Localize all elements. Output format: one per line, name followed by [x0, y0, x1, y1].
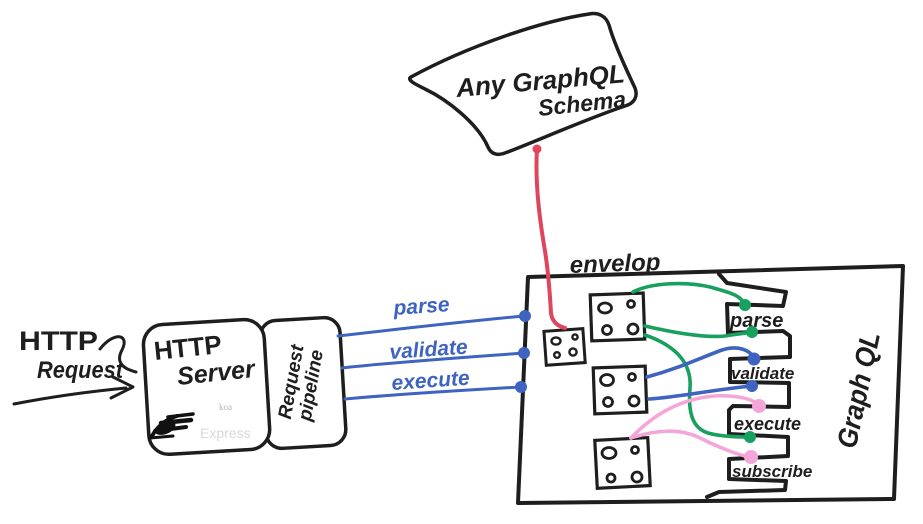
svg-text:validate: validate	[731, 364, 794, 383]
svg-text:HTTP: HTTP	[152, 329, 223, 366]
svg-text:parse: parse	[729, 310, 783, 332]
svg-text:execute: execute	[391, 367, 471, 395]
svg-text:subscribe: subscribe	[732, 462, 812, 481]
svg-text:Request: Request	[37, 357, 124, 384]
svg-text:koa: koa	[219, 402, 232, 412]
svg-text:HTTP: HTTP	[19, 326, 98, 356]
svg-text:execute: execute	[734, 414, 801, 434]
svg-text:validate: validate	[389, 336, 469, 364]
svg-text:parse: parse	[392, 293, 451, 320]
svg-text:Express: Express	[200, 425, 251, 441]
svg-text:envelop: envelop	[569, 249, 661, 279]
